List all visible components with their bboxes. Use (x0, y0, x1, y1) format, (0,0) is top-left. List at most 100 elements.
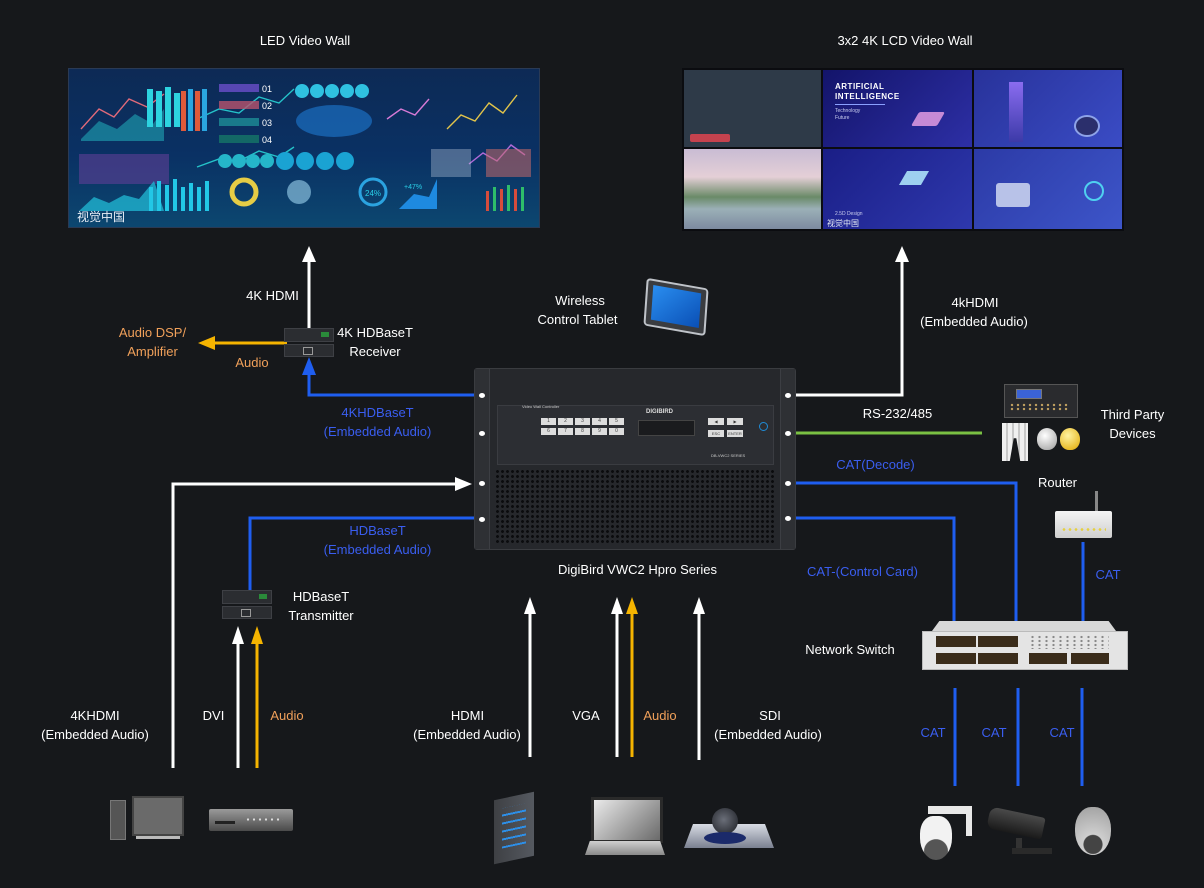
led-gauge-text: 24% (365, 189, 381, 198)
lcd-ai-sub-2: Future (835, 115, 850, 121)
key-8[interactable]: 8 (575, 428, 590, 435)
key-0[interactable]: 0 (609, 428, 624, 435)
cat-decode-label: CAT(Decode) (836, 457, 915, 472)
wire-in-4khdmi (171, 482, 455, 768)
dvd-buttons (245, 818, 283, 821)
key-9[interactable]: 9 (592, 428, 607, 435)
key-enter[interactable]: ENTER (727, 430, 743, 437)
key-left[interactable]: ◀ (708, 418, 724, 425)
port-left-1 (479, 393, 485, 398)
switch-ports-2 (978, 636, 1018, 647)
pc-monitor (132, 796, 184, 836)
hdbaset-out-label-1: 4KHDBaseT (341, 405, 414, 420)
lcd-panel-ai-bottom: 2.5D Design 视觉中国 (823, 149, 972, 229)
pc-tower (110, 800, 126, 840)
lcd-hdmi-label-2: (Embedded Audio) (920, 314, 1028, 329)
camera-body (986, 806, 1046, 840)
lcd-panel-landscape (684, 149, 821, 229)
in-hdmi-label-2: (Embedded Audio) (413, 727, 521, 742)
camera-ring (704, 832, 746, 844)
key-7[interactable]: 7 (558, 428, 573, 435)
bullet-camera-icon (986, 806, 1058, 858)
lcd-robot-icon (1074, 115, 1100, 137)
key-1[interactable]: 1 (541, 418, 556, 425)
speed-dome-camera-icon (1075, 803, 1111, 857)
lcd-panel-ai-top: ARTIFICIAL INTELLIGENCE Technology Futur… (823, 70, 972, 147)
led-growth-text: +47% (404, 184, 422, 191)
tablet-label-2: Control Tablet (537, 312, 618, 327)
key-esc[interactable]: ESC (708, 430, 724, 437)
video-wall-controller[interactable]: Video Wall Controller DIGIBIRD 1 2 3 4 5… (474, 368, 796, 550)
led-video-wall: 01 02 03 04 24% +47% 视觉中国 (68, 68, 540, 228)
lcd-lock-icon (996, 183, 1030, 207)
wire-cat-control (790, 516, 956, 622)
dvd-tray (215, 821, 235, 824)
lcd-panel-ai-right-top (974, 70, 1122, 147)
light-bulb-on-icon (1060, 428, 1080, 450)
transmitter-bottom-panel (222, 606, 272, 619)
arrow-led-hdmi (302, 246, 316, 262)
rack-ear-right (780, 369, 795, 549)
controller-series: DB-VWC2 SERIES (711, 453, 746, 458)
lcd-ai-footer: 2.5D Design (835, 211, 863, 217)
lcd-panel-ai-right-bottom (974, 149, 1122, 229)
receiver-label-1: 4K HDBaseT (337, 325, 413, 340)
lcd-ai-headline-2: INTELLIGENCE (835, 92, 900, 101)
controller-brand: DIGIBIRD (646, 409, 673, 415)
switch-ports-6 (1071, 653, 1109, 664)
lcd-hdmi-label-1: 4kHDMI (951, 295, 999, 310)
hdbaset-in-label-1: HDBaseT (349, 523, 406, 538)
in-audio-2-label: Audio (643, 708, 677, 723)
wire-cat-decode (790, 481, 1018, 622)
arrow-in-sdi (693, 597, 705, 614)
camera-dome (920, 816, 952, 860)
switcher-ports (1009, 403, 1069, 411)
ptz-camera-head (712, 808, 738, 834)
port-right-2 (785, 431, 791, 436)
key-3[interactable]: 3 (575, 418, 590, 425)
port-right-3 (785, 481, 791, 486)
camera-base (1012, 848, 1052, 854)
laptop-keyboard (585, 841, 665, 855)
arrow-audio-dsp (198, 336, 215, 350)
hdbaset-transmitter (222, 590, 272, 619)
lcd-target-icon (1084, 181, 1104, 201)
rs232-label: RS-232/485 (862, 406, 933, 421)
laptop-icon (585, 797, 665, 857)
lcd-wall-title: 3x2 4K LCD Video Wall (837, 33, 973, 48)
arrow-in-audio-2 (626, 597, 638, 614)
controller-front-panel: Video Wall Controller DIGIBIRD 1 2 3 4 5… (497, 404, 774, 465)
in-4khdmi-label-2: (Embedded Audio) (41, 727, 149, 742)
in-hdmi-label-1: HDMI (450, 708, 485, 723)
controller-lcd-display (638, 420, 695, 436)
camera-mount-arm (928, 806, 972, 814)
lcd-ai-headline-1: ARTIFICIAL (835, 82, 885, 91)
network-switch-icon (922, 621, 1128, 670)
router-icon (1055, 491, 1112, 538)
desktop-pc-icon (110, 796, 190, 842)
key-2[interactable]: 2 (558, 418, 573, 425)
third-party-label-1: Third Party (1100, 407, 1165, 422)
power-button[interactable] (759, 422, 768, 431)
key-6[interactable]: 6 (541, 428, 556, 435)
switch-top (932, 621, 1116, 631)
key-4[interactable]: 4 (592, 418, 607, 425)
switcher-display (1016, 389, 1042, 399)
rack-ear-left (475, 369, 490, 549)
wire-lcd-hdmi (790, 262, 904, 397)
speed-dome-body (1075, 807, 1111, 855)
lcd-panel-dashboard (684, 70, 821, 147)
camera-mount-wall (966, 806, 972, 836)
in-sdi-label-2: (Embedded Audio) (714, 727, 822, 742)
cam-cat-label-3: CAT (1049, 725, 1075, 740)
transmitter-top-panel (222, 590, 272, 604)
lcd-watermark: 视觉中国 (827, 219, 859, 228)
led-wall-title: LED Video Wall (259, 33, 351, 48)
arrow-in-hdmi (524, 597, 536, 614)
receiver-rj45-port (303, 347, 313, 355)
key-5[interactable]: 5 (609, 418, 624, 425)
key-right[interactable]: ▶ (727, 418, 743, 425)
lcd-ai-device-icon (910, 112, 946, 126)
cat-control-label: CAT-(Control Card) (806, 564, 918, 579)
lcd-video-wall: ARTIFICIAL INTELLIGENCE Technology Futur… (682, 68, 1124, 231)
